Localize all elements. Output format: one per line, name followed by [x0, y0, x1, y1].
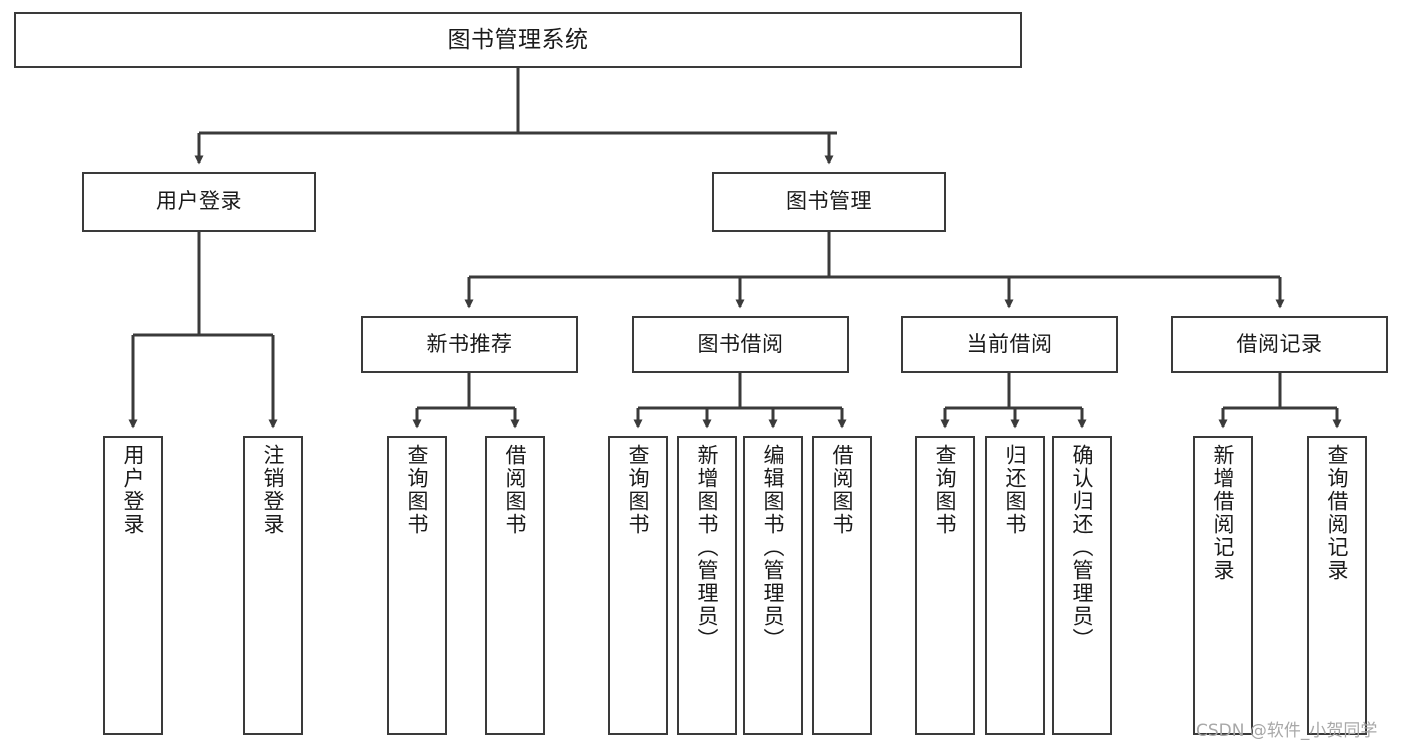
- node-label: 确认归还（管理员）: [1070, 444, 1095, 651]
- node-label: 当前借阅: [966, 331, 1053, 356]
- leaf-add-book-admin[interactable]: 新增图书（管理员）: [677, 436, 737, 735]
- leaf-edit-book-admin[interactable]: 编辑图书（管理员）: [743, 436, 803, 735]
- leaf-borrow-book-recommend[interactable]: 借阅图书: [485, 436, 545, 735]
- node-root-system[interactable]: 图书管理系统: [14, 12, 1022, 68]
- leaf-query-book-borrow[interactable]: 查询图书: [608, 436, 668, 735]
- node-label: 查询图书: [405, 444, 430, 536]
- node-book-management[interactable]: 图书管理: [712, 172, 946, 232]
- csdn-watermark: CSDN @软件_小贺同学: [1196, 721, 1378, 741]
- leaf-logout[interactable]: 注销登录: [243, 436, 303, 735]
- node-label: 注销登录: [261, 444, 286, 536]
- node-borrow-record[interactable]: 借阅记录: [1171, 316, 1388, 373]
- leaf-add-borrow-record[interactable]: 新增借阅记录: [1193, 436, 1253, 735]
- node-label: 新增图书（管理员）: [695, 444, 720, 651]
- node-label: 图书管理: [786, 189, 872, 214]
- leaf-query-borrow-record[interactable]: 查询借阅记录: [1307, 436, 1367, 735]
- node-book-borrow[interactable]: 图书借阅: [632, 316, 849, 373]
- node-user-login[interactable]: 用户登录: [82, 172, 316, 232]
- node-label: 借阅记录: [1236, 331, 1323, 356]
- node-current-borrow[interactable]: 当前借阅: [901, 316, 1118, 373]
- node-label: 编辑图书（管理员）: [761, 444, 786, 651]
- node-label: 图书管理系统: [447, 26, 589, 53]
- node-label: 借阅图书: [830, 444, 855, 536]
- leaf-user-login[interactable]: 用户登录: [103, 436, 163, 735]
- node-label: 查询图书: [626, 444, 651, 536]
- leaf-confirm-return-admin[interactable]: 确认归还（管理员）: [1052, 436, 1112, 735]
- node-label: 归还图书: [1003, 444, 1028, 536]
- node-label: 用户登录: [121, 444, 146, 536]
- node-label: 新增借阅记录: [1211, 444, 1236, 582]
- leaf-query-book-current[interactable]: 查询图书: [915, 436, 975, 735]
- node-label: 借阅图书: [503, 444, 528, 536]
- node-new-book-recommend[interactable]: 新书推荐: [361, 316, 578, 373]
- node-label: 查询图书: [933, 444, 958, 536]
- node-label: 图书借阅: [697, 331, 784, 356]
- node-label: 用户登录: [156, 189, 242, 214]
- leaf-borrow-book[interactable]: 借阅图书: [812, 436, 872, 735]
- node-label: 新书推荐: [426, 331, 513, 356]
- leaf-query-book-recommend[interactable]: 查询图书: [387, 436, 447, 735]
- node-label: 查询借阅记录: [1325, 444, 1350, 582]
- leaf-return-book[interactable]: 归还图书: [985, 436, 1045, 735]
